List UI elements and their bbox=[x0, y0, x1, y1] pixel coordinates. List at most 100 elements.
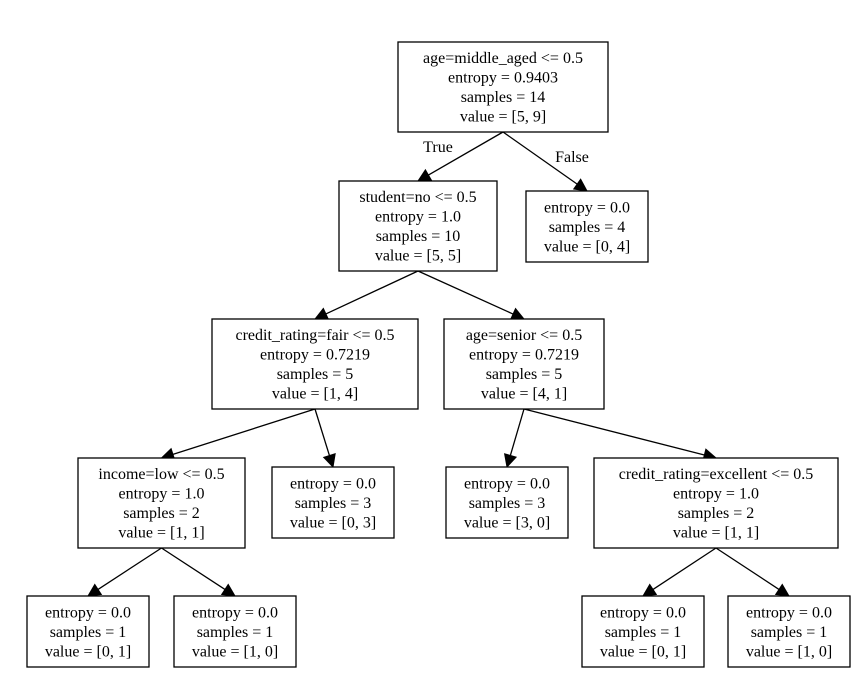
node-line: samples = 1 bbox=[197, 624, 274, 641]
tree-edge bbox=[715, 547, 790, 597]
tree-node: credit_rating=fair <= 0.5 entropy = 0.721… bbox=[211, 318, 419, 410]
node-line: entropy = 1.0 bbox=[673, 486, 759, 503]
node-box bbox=[397, 41, 609, 133]
tree-edge bbox=[503, 408, 525, 469]
tree-node: entropy = 0.0 samples = 1 value = [0, 1] bbox=[581, 595, 705, 668]
edge-line bbox=[172, 408, 316, 455]
tree-edge bbox=[417, 270, 526, 321]
node-box bbox=[443, 318, 605, 410]
tree-node: entropy = 0.0 samples = 1 value = [1, 0] bbox=[173, 595, 297, 668]
tree-edge: True bbox=[417, 131, 504, 182]
edge-line bbox=[509, 408, 525, 456]
node-box bbox=[445, 466, 569, 539]
node-line: samples = 1 bbox=[50, 624, 127, 641]
arrow-head-icon bbox=[642, 583, 658, 597]
node-line: value = [1, 0] bbox=[746, 643, 832, 660]
tree-edge bbox=[160, 408, 316, 461]
node-line: value = [5, 5] bbox=[375, 248, 461, 265]
node-line: age=middle_aged <= 0.5 bbox=[423, 50, 583, 67]
node-line: entropy = 0.0 bbox=[746, 604, 832, 621]
node-line: credit_rating=fair <= 0.5 bbox=[235, 327, 394, 344]
node-box bbox=[338, 180, 498, 272]
nodes-layer: age=middle_aged <= 0.5 entropy = 0.9403 sa… bbox=[26, 41, 851, 668]
node-box bbox=[593, 457, 839, 549]
tree-node: student=no <= 0.5 entropy = 1.0 samples = … bbox=[338, 180, 498, 272]
edge-line bbox=[502, 131, 578, 185]
tree-node: entropy = 0.0 samples = 1 value = [1, 0] bbox=[727, 595, 851, 668]
tree-edge bbox=[523, 408, 718, 462]
node-line: value = [0, 1] bbox=[600, 643, 686, 660]
node-line: student=no <= 0.5 bbox=[359, 189, 476, 206]
node-line: value = [1, 0] bbox=[192, 643, 278, 660]
node-line: age=senior <= 0.5 bbox=[466, 327, 582, 344]
node-line: entropy = 1.0 bbox=[375, 209, 461, 226]
node-line: value = [1, 4] bbox=[272, 386, 358, 403]
tree-edge bbox=[87, 547, 162, 597]
tree-node: entropy = 0.0 samples = 3 value = [3, 0] bbox=[445, 466, 569, 539]
node-box bbox=[173, 595, 297, 668]
edge-line bbox=[417, 270, 514, 315]
tree-edge bbox=[314, 408, 336, 469]
edge-line bbox=[325, 270, 419, 315]
arrow-head-icon bbox=[774, 583, 790, 597]
edge-line bbox=[97, 547, 162, 590]
node-line: value = [3, 0] bbox=[464, 514, 550, 531]
node-line: entropy = 0.0 bbox=[464, 475, 550, 492]
arrow-head-icon bbox=[87, 583, 103, 597]
node-box bbox=[581, 595, 705, 668]
node-line: samples = 1 bbox=[605, 624, 682, 641]
node-line: income=low <= 0.5 bbox=[98, 466, 224, 483]
edge-line bbox=[161, 547, 226, 590]
node-box bbox=[525, 190, 649, 263]
node-line: entropy = 0.0 bbox=[290, 475, 376, 492]
node-line: samples = 14 bbox=[461, 89, 546, 106]
node-line: samples = 3 bbox=[469, 495, 546, 512]
tree-edge: False bbox=[502, 131, 589, 192]
arrow-head-icon bbox=[509, 307, 526, 321]
arrow-head-icon bbox=[322, 453, 336, 469]
node-line: value = [0, 3] bbox=[290, 514, 376, 531]
tree-node: age=middle_aged <= 0.5 entropy = 0.9403 sa… bbox=[397, 41, 609, 133]
edge-label: True bbox=[423, 139, 453, 156]
node-line: entropy = 1.0 bbox=[119, 486, 205, 503]
node-line: samples = 4 bbox=[549, 219, 626, 236]
node-line: samples = 10 bbox=[376, 228, 461, 245]
tree-node: entropy = 0.0 samples = 4 value = [0, 4] bbox=[525, 190, 649, 263]
node-line: entropy = 0.0 bbox=[192, 604, 278, 621]
node-line: samples = 1 bbox=[751, 624, 828, 641]
node-line: samples = 2 bbox=[123, 505, 200, 522]
edge-line bbox=[523, 408, 705, 456]
node-line: value = [4, 1] bbox=[481, 386, 567, 403]
node-line: value = [0, 4] bbox=[544, 238, 630, 255]
node-line: credit_rating=excellent <= 0.5 bbox=[619, 466, 814, 483]
node-line: value = [5, 9] bbox=[460, 109, 546, 126]
arrow-head-icon bbox=[417, 168, 433, 182]
arrow-head-icon bbox=[313, 307, 330, 320]
tree-node: credit_rating=excellent <= 0.5 entropy = … bbox=[593, 457, 839, 549]
node-line: entropy = 0.9403 bbox=[448, 70, 558, 87]
node-box bbox=[211, 318, 419, 410]
node-line: samples = 5 bbox=[486, 366, 563, 383]
node-line: value = [1, 1] bbox=[673, 525, 759, 542]
tree-edge bbox=[313, 270, 419, 320]
arrow-head-icon bbox=[220, 583, 236, 597]
node-line: samples = 5 bbox=[277, 366, 354, 383]
arrow-head-icon bbox=[503, 453, 518, 469]
tree-edge bbox=[161, 547, 236, 597]
node-box bbox=[77, 457, 246, 549]
node-line: entropy = 0.0 bbox=[544, 199, 630, 216]
node-line: entropy = 0.0 bbox=[600, 604, 686, 621]
node-line: value = [0, 1] bbox=[45, 643, 131, 660]
edge-line bbox=[314, 408, 331, 456]
edge-label: False bbox=[555, 149, 589, 166]
tree-node: income=low <= 0.5 entropy = 1.0 samples = … bbox=[77, 457, 246, 549]
node-line: samples = 2 bbox=[678, 505, 755, 522]
edge-line bbox=[428, 131, 504, 176]
node-box bbox=[727, 595, 851, 668]
node-line: entropy = 0.7219 bbox=[260, 347, 370, 364]
